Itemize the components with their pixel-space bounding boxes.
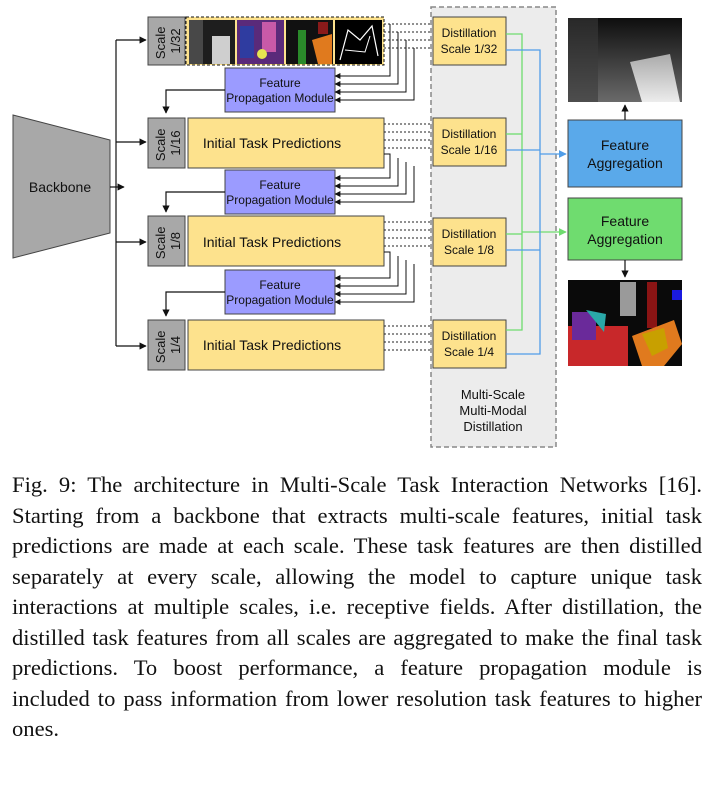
scale-box-1-16: Scale 1/16 <box>147 117 186 169</box>
distillation-box-1-16: Distillation Scale 1/16 <box>432 117 507 167</box>
blue-aggregation-lines <box>506 49 567 355</box>
svg-text:Scale 1/32: Scale 1/32 <box>153 23 183 59</box>
fpm-line2: Propagation Module <box>226 91 334 105</box>
prediction-label: Initial Task Predictions <box>203 337 341 353</box>
scale-box-1-32: Scale 1/32 <box>147 16 186 66</box>
scale-box-1-4: Scale 1/4 <box>147 319 186 371</box>
prediction-thumbnails <box>185 16 385 66</box>
aggregation-line2: Aggregation <box>587 231 663 247</box>
aggregation-line1: Feature <box>601 213 649 229</box>
fpm-line1: Feature <box>259 76 301 90</box>
fpm-line2: Propagation Module <box>226 193 334 207</box>
distill-scale: Scale 1/32 <box>441 42 498 56</box>
distillation-panel-line3: Distillation <box>463 419 522 434</box>
distill-title: Distillation <box>442 329 497 343</box>
distillation-panel-line2: Multi-Modal <box>459 403 526 418</box>
distill-scale: Scale 1/4 <box>444 345 494 359</box>
fpm-line1: Feature <box>259 178 301 192</box>
svg-text:Scale 1/16: Scale 1/16 <box>153 125 183 161</box>
edge-thumbnail <box>335 20 382 64</box>
scale-value: 1/16 <box>168 130 183 155</box>
svg-text:Scale 1/8: Scale 1/8 <box>153 223 183 259</box>
feature-aggregation-segmentation: Feature Aggregation <box>567 197 683 261</box>
scale-value: 1/8 <box>168 232 183 250</box>
fpm-output-arrows <box>162 89 225 317</box>
distillation-box-1-8: Distillation Scale 1/8 <box>432 217 507 267</box>
scale-word: Scale <box>153 227 168 260</box>
prediction-label: Initial Task Predictions <box>203 135 341 151</box>
depth-thumbnail <box>189 20 235 64</box>
svg-text:Scale 1/4: Scale 1/4 <box>153 327 183 363</box>
scale-word: Scale <box>153 129 168 162</box>
prediction-to-distillation-lines <box>384 23 431 351</box>
aggregation-line2: Aggregation <box>587 155 663 171</box>
scale-value: 1/32 <box>168 28 183 53</box>
distill-scale: Scale 1/8 <box>444 243 494 257</box>
prediction-label: Initial Task Predictions <box>203 234 341 250</box>
distill-scale: Scale 1/16 <box>441 143 498 157</box>
feature-propagation-module-2: Feature Propagation Module <box>224 169 336 215</box>
green-aggregation-lines <box>506 33 567 331</box>
architecture-diagram: Multi-Scale Multi-Modal Distillation Bac… <box>12 6 683 448</box>
initial-predictions-1-4: Initial Task Predictions <box>187 319 385 371</box>
distillation-box-1-4: Distillation Scale 1/4 <box>432 319 507 369</box>
final-segmentation-output <box>568 280 682 366</box>
fpm-input-lines <box>334 24 415 305</box>
fpm-line1: Feature <box>259 278 301 292</box>
backbone: Backbone <box>12 114 111 259</box>
feature-propagation-module-3: Feature Propagation Module <box>224 269 336 315</box>
feature-aggregation-depth: Feature Aggregation <box>567 119 683 188</box>
distillation-panel-line1: Multi-Scale <box>461 387 525 402</box>
scale-box-1-8: Scale 1/8 <box>147 215 186 267</box>
scale-value: 1/4 <box>168 336 183 354</box>
scale-word: Scale <box>153 27 168 60</box>
distill-title: Distillation <box>442 26 497 40</box>
distill-title: Distillation <box>442 227 497 241</box>
aggregation-line1: Feature <box>601 137 649 153</box>
initial-predictions-1-16: Initial Task Predictions <box>187 117 385 169</box>
distillation-box-1-32: Distillation Scale 1/32 <box>432 16 507 66</box>
figure-caption: Fig. 9: The architecture in Multi-Scale … <box>12 472 702 741</box>
scale-word: Scale <box>153 331 168 364</box>
distill-title: Distillation <box>442 127 497 141</box>
backbone-connectors <box>110 36 147 350</box>
initial-predictions-1-8: Initial Task Predictions <box>187 215 385 267</box>
final-depth-output <box>568 18 682 102</box>
semantic-thumbnail <box>286 20 333 64</box>
fpm-line2: Propagation Module <box>226 293 334 307</box>
backbone-label: Backbone <box>29 179 91 195</box>
feature-propagation-module-1: Feature Propagation Module <box>224 67 336 113</box>
segmentation-thumbnail <box>237 20 284 64</box>
